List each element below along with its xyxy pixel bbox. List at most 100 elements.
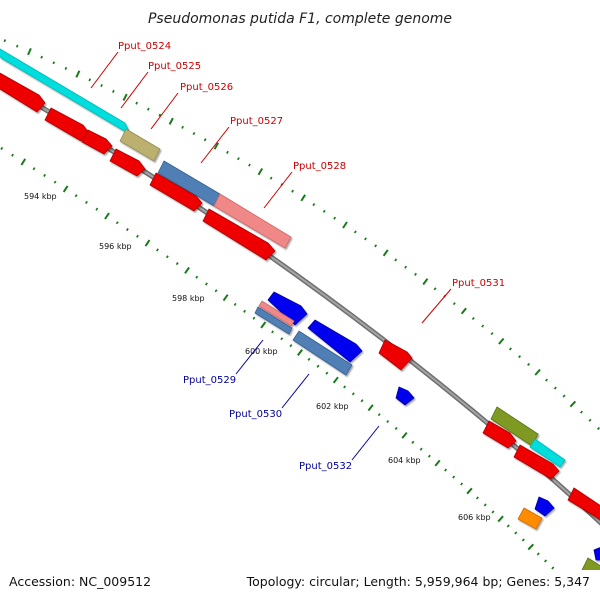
outer-track-minor-tick <box>269 176 273 180</box>
inner-track-minor-tick <box>551 566 555 570</box>
outer-track-major-tick <box>122 93 128 101</box>
inner-track-minor-tick <box>444 468 448 472</box>
gene-label-pput-0528[interactable]: Pput_0528 <box>293 161 346 172</box>
outer-track-minor-tick <box>579 410 583 414</box>
inner-track-major-tick <box>466 487 473 495</box>
inner-track-minor-tick <box>214 289 218 293</box>
outer-track-minor-tick <box>158 113 162 117</box>
cds-red-8[interactable] <box>513 444 560 480</box>
outer-track-minor-tick <box>544 378 549 382</box>
cds-blue-2[interactable] <box>307 319 363 363</box>
inner-track-minor-tick <box>84 200 88 204</box>
cds-red-2[interactable] <box>44 107 90 142</box>
inner-track-major-tick <box>20 158 27 166</box>
outer-track-minor-tick <box>181 125 184 129</box>
outer-track-minor-tick <box>248 163 251 167</box>
inner-track-minor-tick <box>195 275 199 279</box>
inner-track-minor-tick <box>307 357 311 361</box>
gene-label-pput-0532[interactable]: Pput_0532 <box>299 461 352 472</box>
map-title: Pseudomonas putida F1, complete genome <box>148 11 452 27</box>
outer-track-minor-tick <box>312 203 316 207</box>
outer-track-minor-tick <box>100 84 103 88</box>
feature-blue-edge[interactable] <box>593 546 600 561</box>
cds-red-6[interactable] <box>202 208 276 261</box>
tick-label-598: 598 kbp <box>172 294 205 303</box>
cds-red-4[interactable] <box>109 148 146 177</box>
label-leaders <box>90 51 452 461</box>
inner-track-major-tick <box>260 321 267 329</box>
inner-track-minor-tick <box>156 248 159 252</box>
feature-steelblue-2[interactable] <box>254 306 293 335</box>
gene-label-pput-0527[interactable]: Pput_0527 <box>230 116 283 127</box>
outer-track-minor-tick <box>333 216 337 220</box>
outer-track-minor-tick <box>471 316 475 321</box>
outer-track-minor-tick <box>112 89 115 93</box>
gene-label-pput-0524[interactable]: Pput_0524 <box>118 41 171 52</box>
cds-red-7[interactable] <box>482 420 517 449</box>
inner-track-minor-tick <box>316 364 320 368</box>
inner-track-minor-tick <box>74 194 78 198</box>
outer-track-minor-tick <box>596 426 600 430</box>
outer-track-minor-tick <box>481 324 485 328</box>
outer-track-minor-tick <box>291 189 295 193</box>
gene-label-pput-0525[interactable]: Pput_0525 <box>148 61 201 72</box>
outer-track-minor-tick <box>88 78 92 82</box>
inner-track-minor-tick <box>233 302 237 306</box>
gene-label-pput-0526[interactable]: Pput_0526 <box>180 82 233 93</box>
feature-khaki[interactable] <box>119 128 161 162</box>
inner-track-minor-tick <box>475 496 479 500</box>
outer-track-minor-tick <box>40 55 43 59</box>
outer-track-minor-tick <box>226 150 229 154</box>
feature-blue-small-2[interactable] <box>534 496 555 517</box>
inner-track-minor-tick <box>419 447 423 451</box>
inner-track-major-tick <box>401 431 408 439</box>
inner-track-minor-tick <box>377 413 381 417</box>
feature-pink-2[interactable] <box>258 300 295 327</box>
cds-red-1[interactable] <box>0 72 46 113</box>
inner-track-minor-tick <box>115 221 119 225</box>
outer-track-minor-tick <box>52 61 56 65</box>
outer-track-minor-tick <box>452 302 456 306</box>
inner-track-minor-tick <box>325 371 329 375</box>
cds-red-3[interactable] <box>81 129 113 155</box>
gene-labels: Pput_0524 Pput_0525 Pput_0526 Pput_0527 … <box>118 41 505 472</box>
outer-track-major-tick <box>534 368 541 376</box>
feature-steelblue-3[interactable] <box>292 330 353 376</box>
inner-track-minor-tick <box>491 510 495 514</box>
tick-label-600: 600 kbp <box>245 347 278 356</box>
outer-track-major-tick <box>342 221 348 229</box>
outer-track-minor-tick <box>135 101 139 105</box>
inner-track-minor-tick <box>125 228 129 232</box>
outer-track-minor-tick <box>203 138 207 142</box>
inner-track-minor-tick <box>136 234 139 238</box>
inner-track-minor-tick <box>252 316 256 320</box>
outer-track-major-tick <box>300 194 306 202</box>
tick-labels: 594 kbp 596 kbp 598 kbp 600 kbp 602 kbp … <box>24 192 491 522</box>
inner-track-major-tick <box>497 515 504 523</box>
feature-pink-1[interactable] <box>213 193 292 249</box>
feature-orange[interactable] <box>517 507 543 530</box>
outer-track-major-tick <box>569 400 577 408</box>
outer-track-major-tick <box>382 249 389 257</box>
tick-label-604: 604 kbp <box>388 456 421 465</box>
feature-cyan-2[interactable] <box>529 438 566 468</box>
outer-track-minor-tick <box>146 107 150 111</box>
gene-label-pput-0529[interactable]: Pput_0529 <box>183 375 236 386</box>
outer-track-minor-tick <box>374 244 378 248</box>
gene-label-pput-0531[interactable]: Pput_0531 <box>452 278 505 289</box>
feature-red-right[interactable] <box>567 487 600 522</box>
inner-track-major-tick <box>434 459 441 467</box>
feature-blue-small-1[interactable] <box>395 386 415 406</box>
inner-track-minor-tick <box>165 255 169 259</box>
outer-track-major-tick <box>498 337 505 345</box>
outer-track-minor-tick <box>15 44 19 48</box>
gene-label-pput-0530[interactable]: Pput_0530 <box>229 409 282 420</box>
outer-track-minor-tick <box>237 157 240 161</box>
inner-track-major-tick <box>144 239 151 247</box>
inner-track-major-tick <box>62 185 69 193</box>
cds-red-5[interactable] <box>149 172 203 212</box>
outer-track-major-tick <box>27 47 32 56</box>
feature-red-outer[interactable] <box>378 339 413 371</box>
